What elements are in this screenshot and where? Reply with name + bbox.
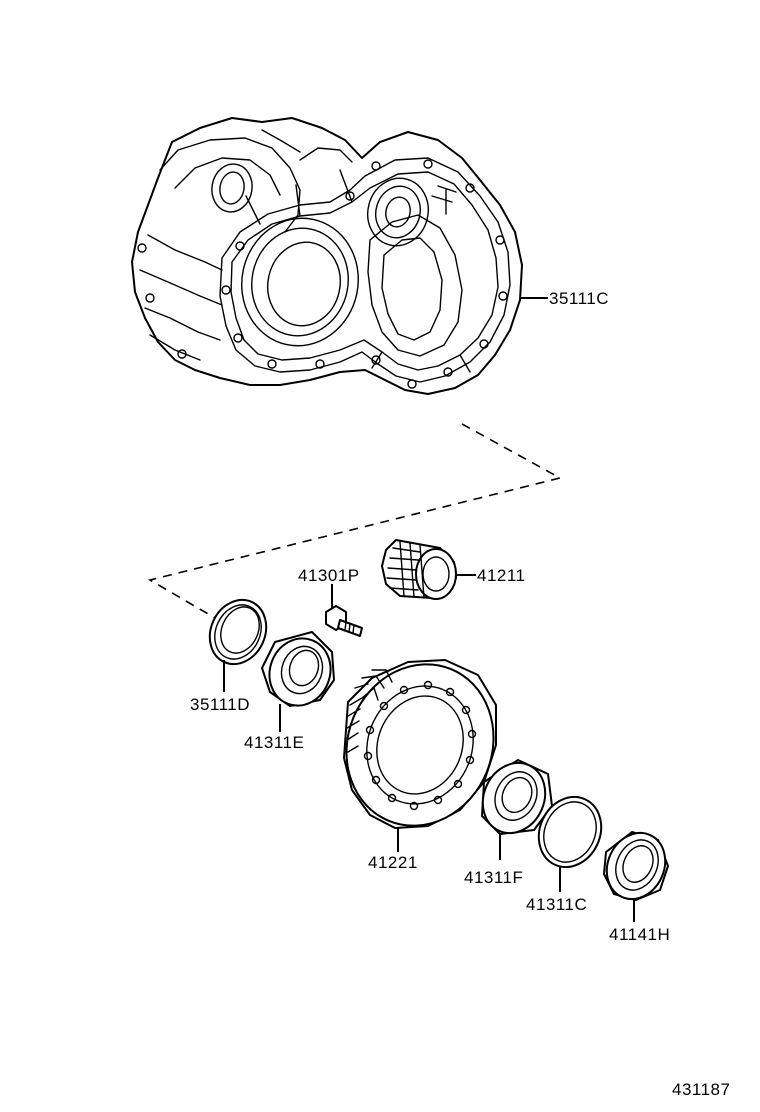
bolt bbox=[325, 605, 363, 637]
flange-bolt-holes bbox=[137, 159, 508, 389]
ring-gear-bolt-holes bbox=[363, 680, 477, 811]
transaxle-case bbox=[131, 117, 523, 395]
label-35111C: 35111C bbox=[549, 289, 609, 308]
label-41311C: 41311C bbox=[526, 895, 587, 914]
label-41211: 41211 bbox=[477, 566, 526, 585]
shim-seal bbox=[603, 831, 669, 901]
drive-pinion-gear bbox=[381, 539, 457, 600]
label-41221: 41221 bbox=[368, 853, 418, 872]
figure-number: 431187 bbox=[672, 1080, 730, 1099]
bearing-left bbox=[261, 631, 335, 707]
ring-gear bbox=[343, 659, 497, 829]
bearing-race bbox=[537, 795, 603, 869]
label-41311E: 41311E bbox=[244, 733, 304, 752]
label-41141H: 41141H bbox=[609, 925, 670, 944]
label-35111D: 35111D bbox=[190, 695, 250, 714]
label-41301P: 41301P bbox=[298, 566, 360, 585]
assembly-dashed-line bbox=[147, 423, 563, 619]
label-41311F: 41311F bbox=[464, 868, 523, 887]
bearing-right bbox=[481, 759, 553, 835]
